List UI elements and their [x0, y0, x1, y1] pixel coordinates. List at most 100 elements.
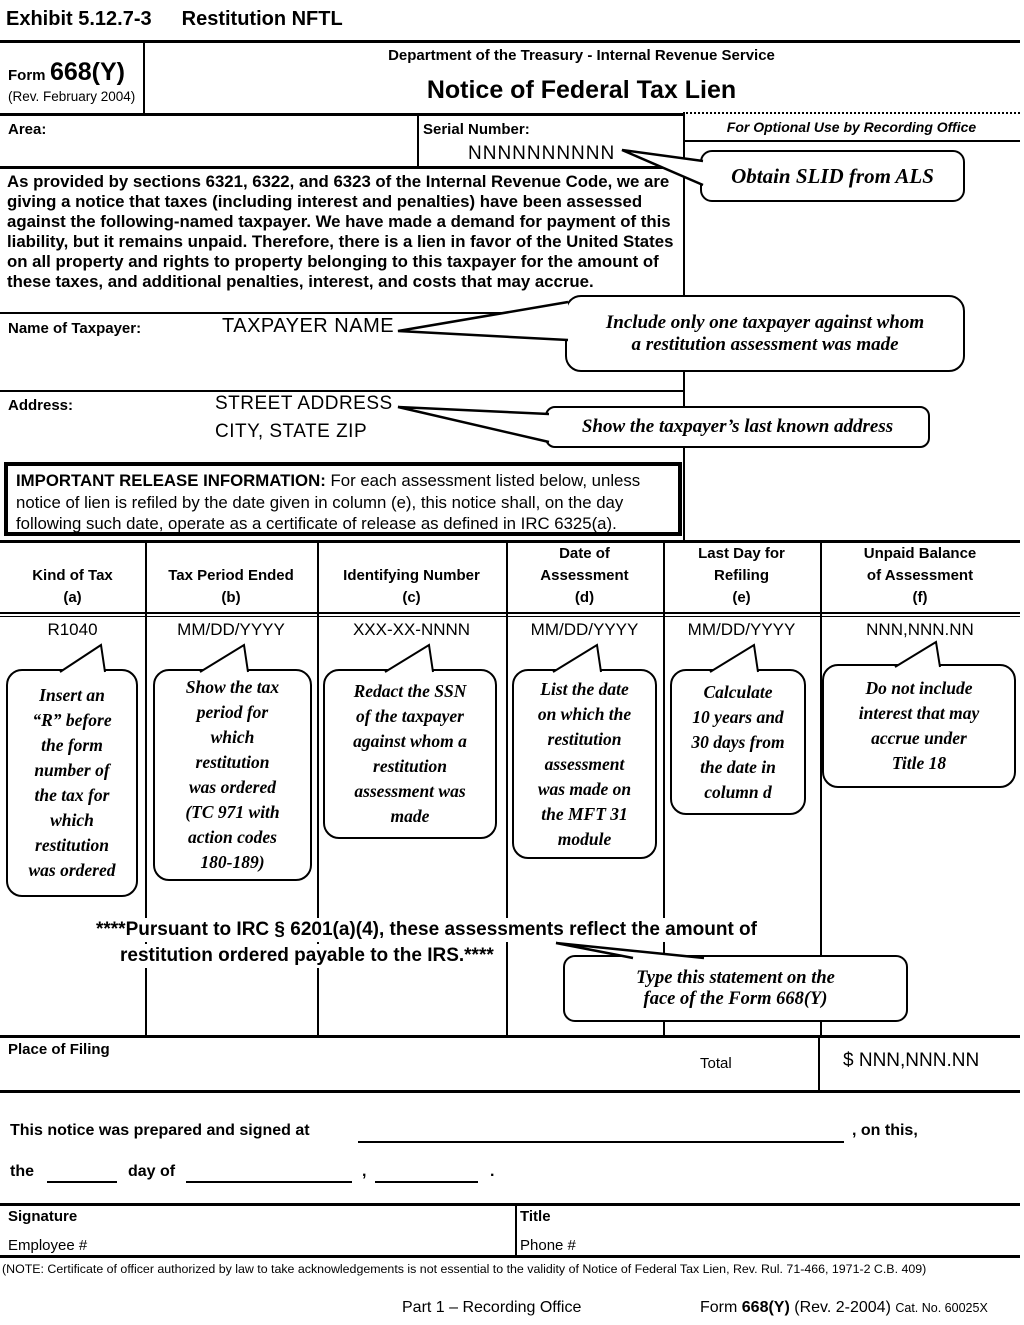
form-label: Form	[8, 67, 46, 84]
cell-kind-of-tax: R1040	[47, 620, 98, 639]
exhibit-title: Restitution NFTL	[181, 8, 343, 30]
cell-assessment-date: MM/DD/YYYY	[530, 620, 639, 639]
optional-use-label: For Optional Use by Recording Office	[726, 119, 977, 135]
pointer-col-b	[199, 643, 249, 673]
pointer-col-d	[552, 643, 602, 673]
on-this-text: , on this,	[852, 1122, 918, 1139]
pointer-col-a	[59, 643, 106, 673]
period-text: .	[490, 1163, 495, 1180]
name-row-top-rule	[0, 312, 683, 314]
table-divider-b-c	[317, 540, 319, 1035]
cell-unpaid-balance: NNN,NNN.NN	[866, 620, 974, 639]
signature-bottom-rule	[0, 1255, 1020, 1258]
address-line2: CITY, STATE ZIP	[215, 421, 368, 442]
taxpayer-name-label: Name of Taxpayer:	[8, 320, 142, 337]
prepared-text: This notice was prepared and signed at	[10, 1122, 310, 1139]
footer-form: Form 668(Y) (Rev. 2-2004) Cat. No. 60025…	[700, 1299, 988, 1317]
pointer-col-e	[709, 643, 759, 673]
signature-top-rule	[0, 1203, 1020, 1206]
form-revision: (Rev. February 2004)	[8, 89, 136, 104]
employee-number-label: Employee #	[8, 1237, 88, 1254]
release-info-label: IMPORTANT RELEASE INFORMATION:	[16, 471, 326, 490]
year-blank	[375, 1181, 478, 1183]
table-divider-d-e	[663, 540, 665, 1035]
day-blank	[47, 1181, 117, 1183]
column-header-a-line2: Kind of Tax	[32, 567, 113, 584]
column-header-e-line2: Refiling	[714, 567, 769, 584]
intro-paragraph: As provided by sections 6321, 6322, and …	[7, 172, 674, 291]
exhibit-id: Exhibit 5.12.7-3	[6, 8, 152, 30]
footer-form-prefix: Form	[700, 1299, 738, 1316]
title-label: Title	[520, 1208, 551, 1225]
callout-tax-period: Show the tax period for which restitutio…	[153, 669, 312, 881]
table-divider-e-f	[820, 540, 822, 1035]
comma-text: ,	[362, 1163, 367, 1180]
form-header-divider	[143, 40, 145, 115]
address-label: Address:	[8, 397, 74, 414]
column-letter-b: (b)	[221, 589, 241, 606]
table-divider-a-b	[145, 540, 147, 1035]
column-letter-f: (f)	[912, 589, 928, 606]
header-bottom-rule	[0, 113, 683, 116]
callout-serial-number: Obtain SLID from ALS	[700, 150, 965, 202]
column-header-d: Date of Assessment (d)	[506, 543, 663, 609]
form-number-cell: Form 668(Y) (Rev. February 2004)	[8, 58, 138, 104]
callout-unpaid-balance: Do not include interest that may accrue …	[822, 664, 1016, 788]
table-top-border	[0, 540, 1020, 543]
total-value: $ NNN,NNN.NN	[843, 1050, 980, 1071]
the-text: the	[10, 1163, 34, 1180]
meta-row-bottom-rule	[0, 166, 683, 169]
column-header-e: Last Day for Refiling (e)	[663, 543, 820, 609]
callout-address: Show the taxpayer’s last known address	[545, 406, 930, 448]
optional-use-underline	[683, 140, 1020, 142]
address-line1: STREET ADDRESS	[215, 393, 393, 414]
footer-form-rev: (Rev. 2-2004)	[794, 1299, 891, 1316]
callout-statement: Type this statement on the face of the F…	[563, 955, 908, 1022]
prepared-place-blank	[358, 1141, 844, 1143]
total-label: Total	[700, 1055, 732, 1072]
cell-identifying-number: XXX-XX-NNNN	[352, 620, 471, 639]
form-number: 668(Y)	[49, 58, 125, 86]
column-letter-d: (d)	[574, 589, 595, 606]
form-title: Notice of Federal Tax Lien	[426, 76, 737, 104]
area-label: Area:	[8, 121, 47, 138]
filing-top-rule	[0, 1035, 1020, 1038]
callout-taxpayer-name: Include only one taxpayer against whom a…	[565, 295, 965, 372]
column-letter-a: (a)	[63, 589, 82, 606]
column-header-d-line2: Assessment	[540, 567, 629, 584]
exhibit-heading: Exhibit 5.12.7-3 Restitution NFTL	[6, 8, 343, 31]
release-info-text: For each assessment listed below, unless…	[16, 471, 641, 533]
pointer-col-c	[384, 643, 434, 673]
column-header-c-line2: Identifying Number	[343, 567, 480, 584]
column-header-c: Identifying Number (c)	[317, 543, 506, 609]
area-serial-divider	[417, 113, 419, 168]
callout-assessment-date: List the date on which the restitution a…	[512, 669, 657, 859]
column-header-e-line1: Last Day for	[698, 545, 785, 562]
callout-refiling-date: Calculate 10 years and 30 days from the …	[670, 669, 806, 815]
cell-tax-period: MM/DD/YYYY	[177, 620, 285, 639]
column-header-f-line1: Unpaid Balance	[863, 545, 977, 562]
address-row-top-rule	[0, 390, 683, 392]
serial-number-value: NNNNNNNNNN	[468, 143, 616, 164]
cell-refiling-date: MM/DD/YYYY	[687, 620, 796, 639]
month-blank	[186, 1181, 352, 1183]
place-of-filing-label: Place of Filing	[8, 1041, 110, 1058]
pursuant-line2: restitution ordered payable to the IRS.*…	[116, 944, 498, 968]
table-divider-c-d	[506, 540, 508, 1035]
pointer-taxpayer	[397, 300, 569, 342]
phone-number-label: Phone #	[520, 1237, 576, 1254]
column-header-d-line1: Date of	[559, 545, 610, 562]
day-of-text: day of	[128, 1163, 176, 1180]
release-info-box: IMPORTANT RELEASE INFORMATION: For each …	[4, 462, 682, 536]
footer-form-number: 668(Y)	[741, 1299, 790, 1316]
note-text: (NOTE: Certificate of officer authorized…	[2, 1262, 927, 1276]
footer-part: Part 1 – Recording Office	[402, 1299, 582, 1316]
callout-kind-of-tax: Insert an “R” before the form number of …	[6, 669, 138, 897]
agency-line: Department of the Treasury - Internal Re…	[388, 47, 775, 64]
taxpayer-name-value: TAXPAYER NAME	[222, 315, 395, 337]
table-header-rule-1	[0, 612, 1020, 614]
column-header-b: Tax Period Ended (b)	[145, 543, 317, 609]
callout-identifying-number: Redact the SSN of the taxpayer against w…	[323, 669, 497, 839]
column-header-b-line2: Tax Period Ended	[168, 567, 294, 584]
